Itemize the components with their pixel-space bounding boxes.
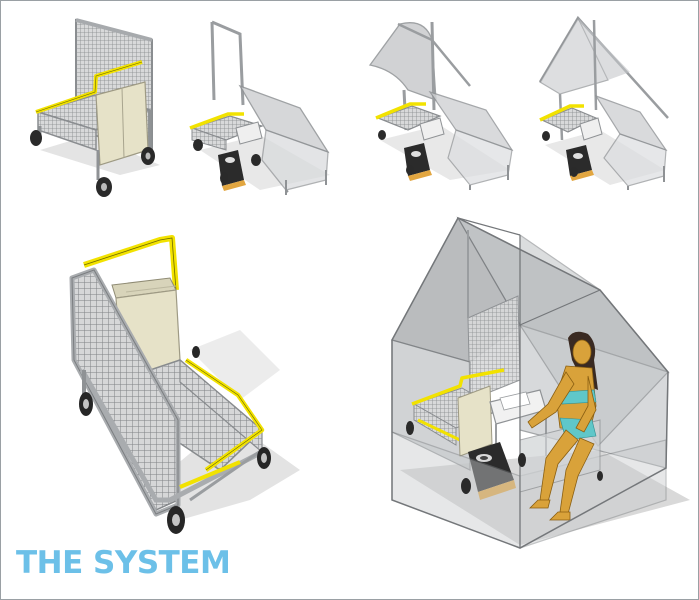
stage-folded-cart: [30, 18, 160, 197]
stage-cart-with-canopy-opening: [368, 21, 514, 190]
caption-title: THE SYSTEM: [16, 545, 231, 581]
stage-assembled-shelter-with-occupant: [391, 216, 690, 549]
stage-cart-detail-view: [69, 235, 300, 534]
stage-cart-with-roof-frame: [538, 15, 669, 190]
stage-cart-with-frame-extended: [189, 20, 330, 195]
seated-occupant: [527, 331, 598, 521]
